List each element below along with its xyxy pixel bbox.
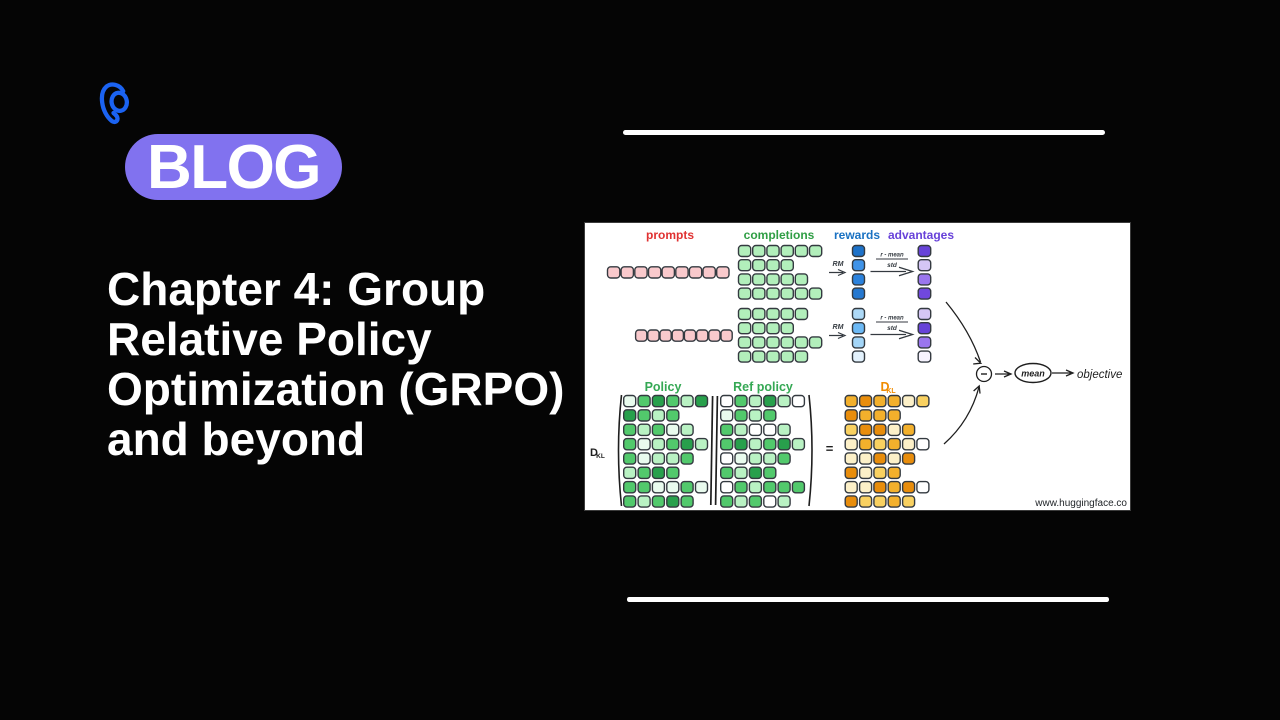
svg-text:=: = (826, 441, 834, 456)
svg-text:advantages: advantages (888, 228, 954, 242)
svg-text:std: std (887, 262, 898, 269)
svg-text:D: D (880, 380, 889, 394)
svg-text:r - mean: r - mean (880, 253, 904, 259)
svg-text:D: D (590, 447, 598, 459)
svg-text:r - mean: r - mean (880, 316, 904, 322)
svg-text:rewards: rewards (834, 228, 880, 242)
svg-text:KL: KL (886, 388, 896, 395)
svg-text:Policy: Policy (645, 380, 682, 394)
svg-text:RM: RM (833, 261, 844, 268)
svg-text:KL: KL (596, 453, 605, 460)
svg-text:std: std (887, 325, 898, 332)
svg-text:RM: RM (833, 324, 844, 331)
svg-text:mean: mean (1021, 369, 1045, 379)
svg-text:prompts: prompts (646, 228, 694, 242)
svg-text:completions: completions (744, 228, 815, 242)
svg-text:www.huggingface.co: www.huggingface.co (1034, 498, 1127, 509)
svg-text:Ref policy: Ref policy (733, 380, 793, 394)
svg-text:objective: objective (1077, 369, 1122, 381)
